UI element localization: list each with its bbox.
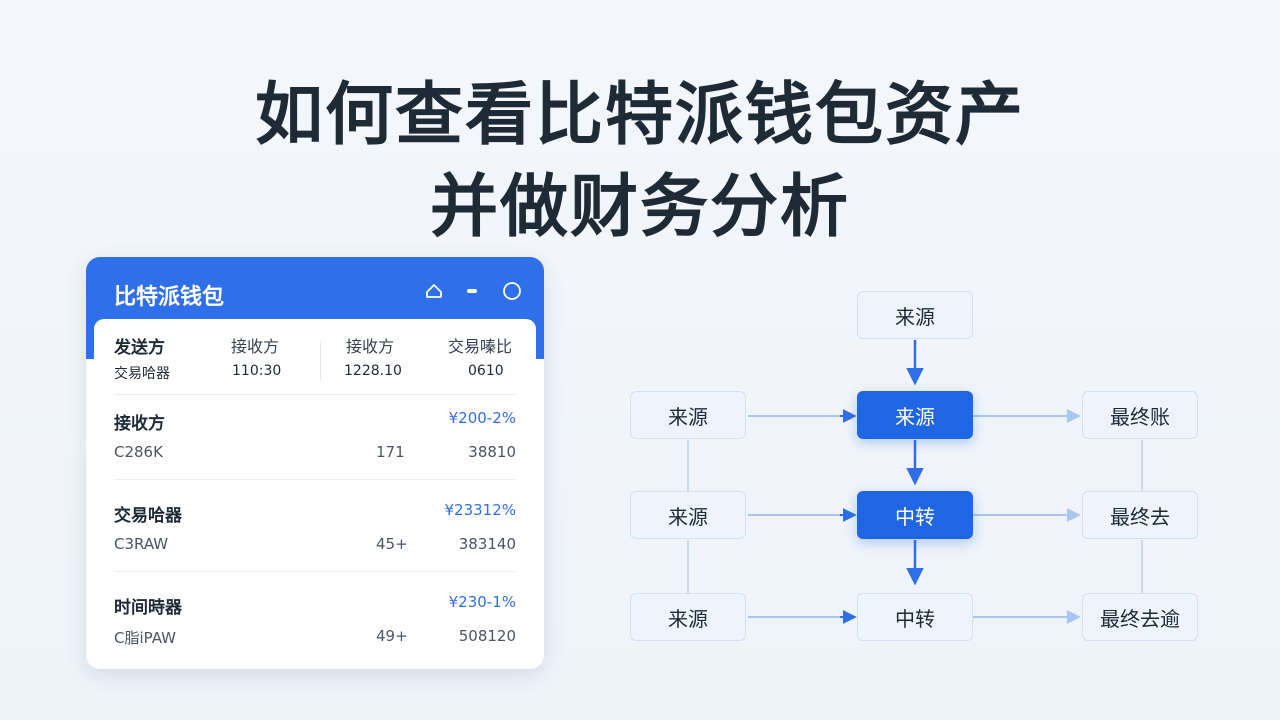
node-right-final-1[interactable]: 最终账 (1082, 391, 1198, 439)
circle-icon[interactable] (502, 281, 522, 301)
entry-label: 交易哈器 (114, 506, 182, 526)
node-top-source[interactable]: 来源 (857, 291, 973, 339)
entry-change: ¥230-1% (448, 593, 516, 611)
entry-label: 时间時器 (114, 598, 182, 618)
column-divider (320, 341, 321, 381)
entry-change: ¥23312% (444, 501, 516, 519)
header-label-sender: 发送方 (114, 338, 165, 358)
header-value-amount: 1228.10 (344, 363, 402, 379)
entry-amount: 38810 (468, 443, 516, 461)
node-right-final-3[interactable]: 最终去逾 (1082, 593, 1198, 641)
divider (114, 571, 516, 572)
entry-count: 45+ (376, 535, 408, 553)
node-left-source-2[interactable]: 来源 (630, 491, 746, 539)
node-left-source-3[interactable]: 来源 (630, 593, 746, 641)
divider (114, 394, 516, 395)
entry-code: C286K (114, 443, 163, 461)
home-icon[interactable] (424, 281, 444, 301)
entry-count: 49+ (376, 627, 408, 645)
header-value-ratio: 0610 (468, 363, 504, 379)
node-center-relay[interactable]: 中转 (857, 491, 973, 539)
wallet-card: 比特派钱包 发送方 接收方 接收方 交易嗪比 交易哈器 110:30 (86, 257, 544, 669)
wallet-title: 比特派钱包 (114, 285, 225, 310)
header-value-hash: 交易哈器 (114, 366, 170, 382)
entry-label: 接收方 (114, 414, 165, 434)
entry-change: ¥200-2% (448, 409, 516, 427)
page-title-line-2: 并做财务分析 (429, 168, 850, 247)
node-right-final-2[interactable]: 最终去 (1082, 491, 1198, 539)
page-title-line-1: 如何查看比特派钱包资产 (254, 76, 1025, 155)
entry-code: C脂iPAW (114, 629, 176, 647)
node-left-source-1[interactable]: 来源 (630, 391, 746, 439)
entry-code: C3RAW (114, 535, 169, 553)
node-center-relay-2[interactable]: 中转 (857, 593, 973, 641)
flow-diagram: 来源 来源 来源 来源 来源 中转 中转 最终账 最终去 最终去逾 (600, 270, 1260, 670)
node-center-source[interactable]: 来源 (857, 391, 973, 439)
page-title: 如何查看比特派钱包资产 并做财务分析 (0, 70, 1280, 254)
divider (114, 479, 516, 480)
minimize-icon[interactable] (462, 281, 482, 301)
header-label-receiver: 接收方 (231, 337, 280, 356)
entry-amount: 383140 (458, 535, 516, 553)
entry-count: 171 (376, 443, 405, 461)
flow-connectors (687, 340, 1143, 624)
wallet-body: 发送方 接收方 接收方 交易嗪比 交易哈器 110:30 1228.10 061… (94, 319, 536, 669)
header-label-receiver-2: 接收方 (346, 337, 395, 356)
header-value-time: 110:30 (232, 363, 282, 379)
entry-amount: 508120 (458, 627, 516, 645)
header-label-ratio: 交易嗪比 (448, 337, 513, 356)
